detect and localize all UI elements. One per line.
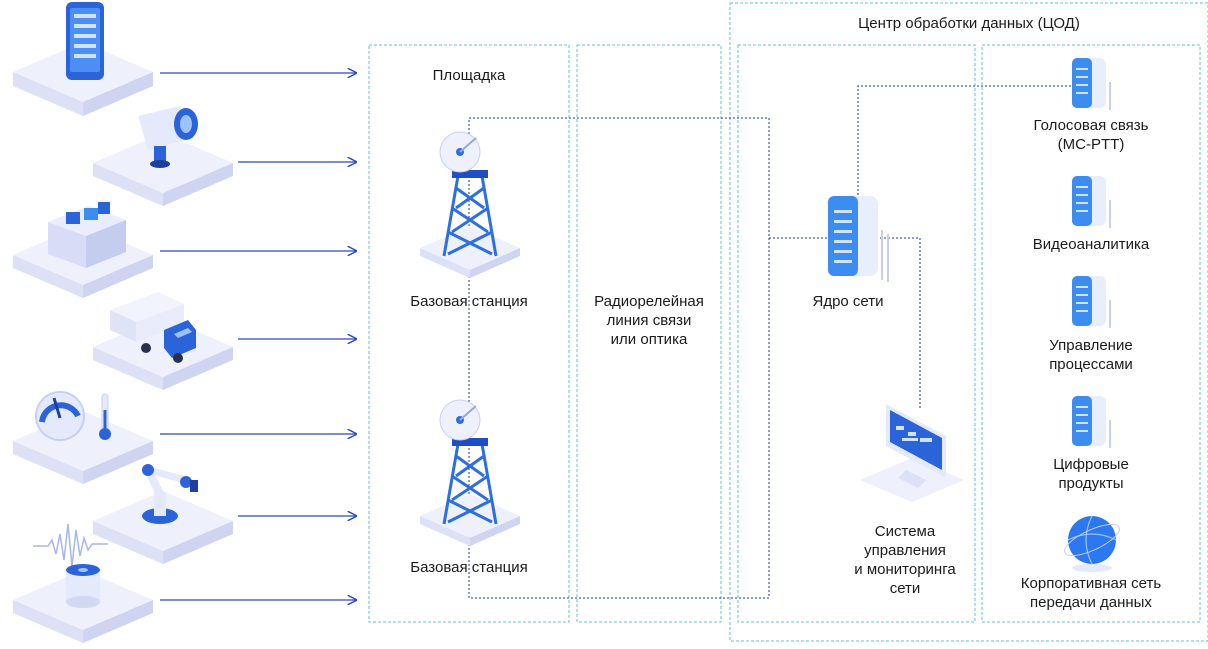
monitoring-label: Система управления и мониторинга сети <box>830 522 980 598</box>
digital-line-1: Цифровые <box>1053 456 1129 473</box>
smart-meter-icon <box>13 202 153 298</box>
video-label: Видеоаналитика <box>982 235 1200 254</box>
process-control-server-icon <box>1072 276 1111 328</box>
video-line-1: Видеоаналитика <box>1032 236 1150 253</box>
radio-link-line-2: линия связи <box>606 312 692 329</box>
cctv-camera-icon <box>93 106 233 206</box>
video-analytics-server-icon <box>1072 176 1111 228</box>
smart-speaker-icon <box>13 523 153 643</box>
core-to-monitoring-link <box>880 237 921 410</box>
voice-line-1: Голосовая связь <box>1033 117 1149 134</box>
digital-line-2: продукты <box>1058 475 1124 492</box>
digital-label: Цифровые продукты <box>982 455 1200 493</box>
monitoring-line-4: сети <box>889 580 921 597</box>
globe-icon <box>1063 515 1121 572</box>
base-station-label-top: Базовая станция <box>410 293 528 310</box>
monitoring-line-3: и мониторинга <box>854 561 956 578</box>
corporate-line-2: передачи данных <box>1030 594 1152 611</box>
radio-link-frame <box>576 44 722 623</box>
core-label: Ядро сети <box>812 293 884 310</box>
dpc-title: Центр обработки данных (ЦОД) <box>858 15 1080 32</box>
truck-icon <box>93 292 233 390</box>
voice-server-icon <box>1072 58 1111 110</box>
base-station-label-bottom: Базовая станция <box>410 559 528 576</box>
corporate-line-1: Корпоративная сеть <box>1020 575 1162 592</box>
corporate-label: Корпоративная сеть передачи данных <box>982 574 1200 612</box>
gauge-thermometer-icon <box>13 391 153 484</box>
voice-line-2: (MC-PTT) <box>1057 136 1125 153</box>
services-frame <box>981 44 1201 623</box>
digital-products-server-icon <box>1072 396 1111 448</box>
monitoring-line-1: Система <box>874 523 936 540</box>
base-station-tower-top <box>420 131 520 278</box>
core-frame <box>737 44 976 623</box>
monitoring-workstation-icon <box>860 404 964 502</box>
base-station-tower-bottom <box>420 399 520 546</box>
radio-link-line-1: Радиорелейная <box>594 293 704 310</box>
dpc-outer-frame <box>729 2 1208 642</box>
monitoring-line-2: управления <box>864 542 946 559</box>
radio-link-line-3: или оптика <box>610 331 688 348</box>
voice-label: Голосовая связь (MC-PTT) <box>982 116 1200 154</box>
smartphone-icon <box>13 2 153 116</box>
process-line-1: Управление <box>1049 337 1133 354</box>
site-frame <box>368 44 570 623</box>
robot-arm-icon <box>93 464 233 564</box>
core-server-icon <box>828 196 889 282</box>
process-line-2: процессами <box>1049 356 1133 373</box>
radio-link-label: Радиорелейная линия связи или оптика <box>577 292 721 349</box>
core-to-services-link <box>857 85 1075 195</box>
site-title: Площадка <box>432 67 506 84</box>
process-label: Управление процессами <box>982 336 1200 374</box>
